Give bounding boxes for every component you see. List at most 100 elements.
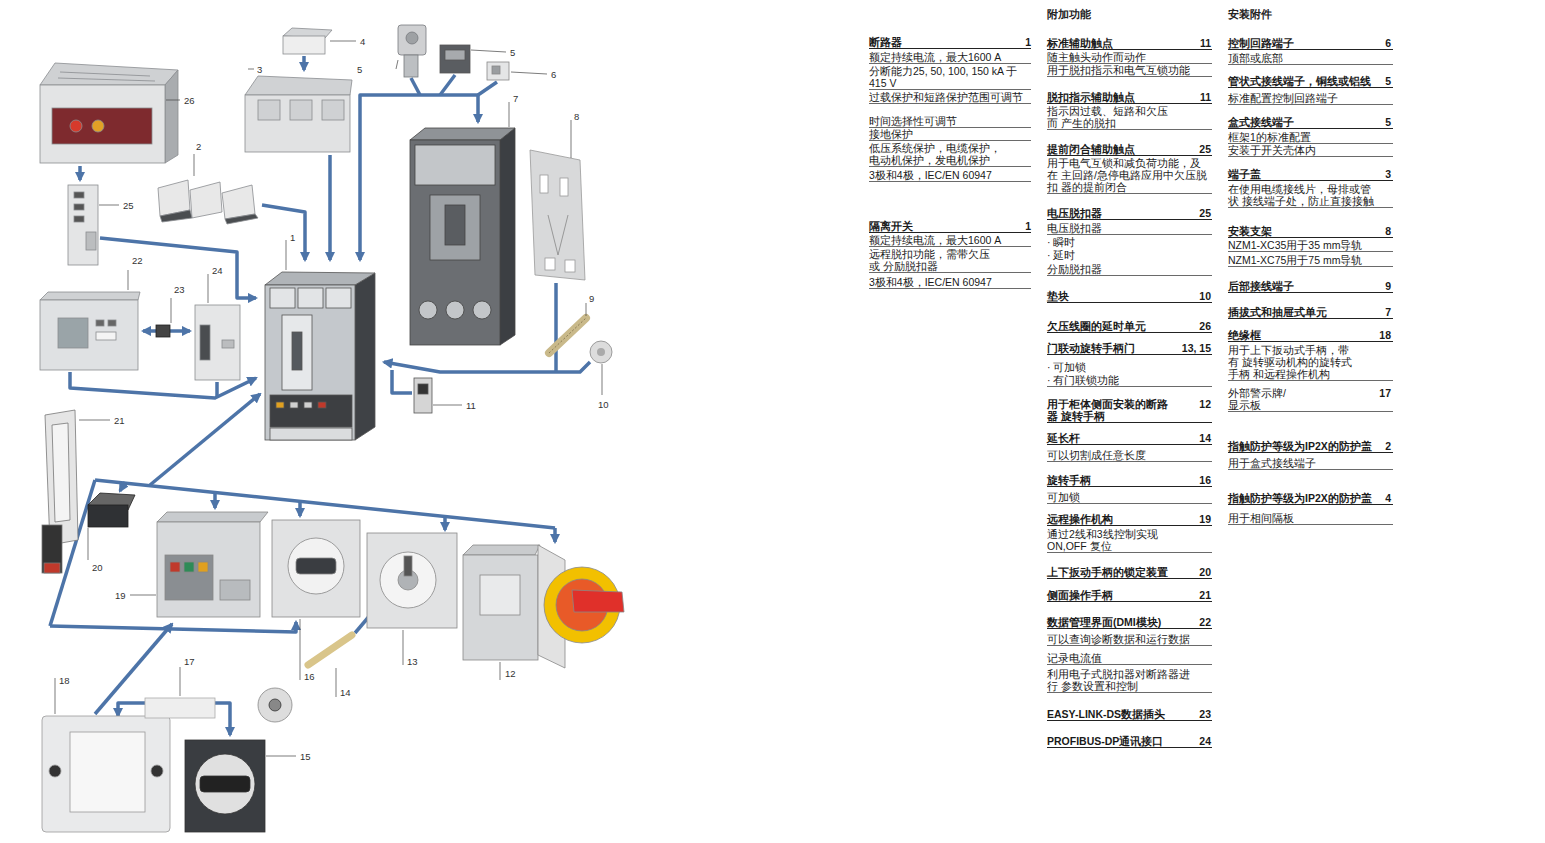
remote-operator-part — [184, 562, 194, 572]
delay-unit-part — [70, 120, 82, 132]
leader-lines — [500, 662, 501, 680]
item-description: 接地保护 — [869, 128, 1031, 141]
voltage-release-part — [74, 216, 84, 222]
remote-operator-part — [198, 562, 208, 572]
item-heading: 盒式接线端子 — [1228, 116, 1393, 129]
assignment-lines — [443, 516, 447, 530]
callout-number: 17 — [184, 656, 195, 667]
assignment-lines — [78, 166, 82, 180]
auxiliary-contact-part — [414, 378, 432, 413]
page-reference: 8 — [1347, 225, 1391, 237]
delay-unit-part — [40, 63, 178, 85]
tunnel-terminal-part — [398, 25, 426, 77]
item-description: 分断能力25, 50, 100, 150 kA 于415 V — [869, 65, 1031, 90]
callout-number: 5 — [510, 47, 515, 58]
item-heading: 指触防护等级为IP2X的防护盖 — [1228, 492, 1393, 505]
side-panel-handle-part — [463, 545, 624, 668]
finger-guard-part — [158, 180, 258, 224]
assignment-lines — [440, 75, 455, 95]
page-reference: 1 — [987, 220, 1031, 232]
mounting-plate-part — [530, 150, 585, 280]
mounting-plate-part — [545, 258, 555, 270]
terminal-cover-part — [258, 100, 280, 120]
delay-unit-part — [58, 78, 155, 81]
item-heading: 绝缘框 — [1228, 329, 1393, 342]
door-coupling-handle-part — [367, 533, 457, 628]
item-heading: PROFIBUS-DP通讯接口 — [1047, 735, 1212, 748]
item-heading: 隔离开关 — [869, 220, 1031, 233]
circuit-breaker-part — [304, 402, 312, 408]
finger-guard-part — [225, 214, 258, 224]
leader-lines — [55, 41, 602, 756]
page-reference: 11 — [1167, 91, 1211, 103]
item-description: 远程脱扣功能，需带欠压或 分励脱扣器 — [869, 248, 1031, 273]
door-coupling-handle-part — [380, 552, 436, 608]
circuit-breaker-part — [292, 332, 302, 370]
circuit-breaker-part — [290, 402, 298, 408]
circuit-breaker-part — [265, 285, 355, 440]
item-description: 电压脱扣器 — [1047, 222, 1212, 235]
item-description: 低压系统保护，电缆保护， 电动机保护，发电机保护 — [869, 142, 1031, 167]
callout-number: 10 — [598, 399, 609, 410]
voltage-release-part — [74, 204, 84, 210]
profibus-module-part — [222, 340, 234, 348]
page-reference: 20 — [1167, 566, 1211, 578]
section-heading: 附加功能 — [1047, 8, 1091, 20]
item-heading: 旋转手柄 — [1047, 474, 1212, 487]
control-terminal-part — [492, 66, 500, 74]
callout-number: 18 — [59, 675, 70, 686]
terminal-cover-part — [245, 76, 352, 95]
leader-lines — [602, 364, 603, 395]
circuit-breaker-part — [282, 315, 312, 390]
door-handle-part — [269, 699, 281, 711]
item-heading: 上下扳动手柄的锁定装置 — [1047, 566, 1212, 579]
item-description: NZM1-XC35用于35 mm导轨 — [1228, 239, 1393, 252]
data-plug-part — [156, 325, 170, 337]
circuit-breaker-part — [265, 272, 375, 285]
item-description: 框架1的标准配置 — [1228, 131, 1393, 144]
delay-unit-part — [92, 120, 104, 132]
item-heading: 脱扣指示辅助触点 — [1047, 91, 1212, 104]
assignment-lines — [150, 394, 260, 485]
leader-lines — [248, 69, 254, 70]
page-reference: 5 — [1347, 116, 1391, 128]
item-description: 指示因过载、短路和欠压而 产生的脱扣 — [1047, 105, 1212, 130]
item-description: 时间选择性可调节 — [869, 115, 1031, 128]
side-panel-handle-part — [463, 545, 540, 555]
callout-number: 9 — [589, 293, 594, 304]
callout-number: 26 — [184, 95, 195, 106]
item-description: 通过2线和3线控制实现ON,OFF 复位 — [1047, 528, 1212, 553]
item-description: 安装于开关壳体内 — [1228, 144, 1393, 157]
assignment-lines — [554, 283, 558, 372]
page-reference: 12 — [1167, 398, 1211, 410]
remote-operator-part — [220, 580, 250, 600]
callout-number: 1 — [290, 232, 295, 243]
leader-lines — [509, 102, 510, 127]
mounting-plate-part — [560, 178, 568, 196]
plug-in-unit-part — [415, 145, 495, 185]
item-heading: 垫块 — [1047, 290, 1212, 303]
item-description: 可以切割成任意长度 — [1047, 449, 1212, 462]
mounting-plate-part — [530, 150, 585, 280]
terminal-cover-part — [290, 100, 312, 120]
dmi-module-part — [108, 320, 116, 326]
item-heading: 标准辅助触点 — [1047, 37, 1212, 50]
page-reference: 6 — [1347, 37, 1391, 49]
delay-unit-part — [60, 72, 150, 76]
remote-operator-part — [170, 562, 180, 572]
callout-number: 14 — [340, 687, 351, 698]
leader-lines — [55, 678, 56, 714]
item-heading: 后部接线端子 — [1228, 280, 1393, 293]
leader-lines — [396, 60, 398, 69]
finger-guard-part — [190, 182, 222, 218]
rear-terminal-part — [549, 318, 586, 353]
callout-number: 20 — [92, 562, 103, 573]
plug-in-unit-part — [445, 205, 465, 245]
assignment-lines — [411, 78, 420, 95]
item-description: 记录电流值 — [1047, 652, 1212, 665]
dmi-module-part — [96, 332, 116, 340]
callout-number: 15 — [300, 751, 311, 762]
leader-lines — [433, 405, 462, 406]
